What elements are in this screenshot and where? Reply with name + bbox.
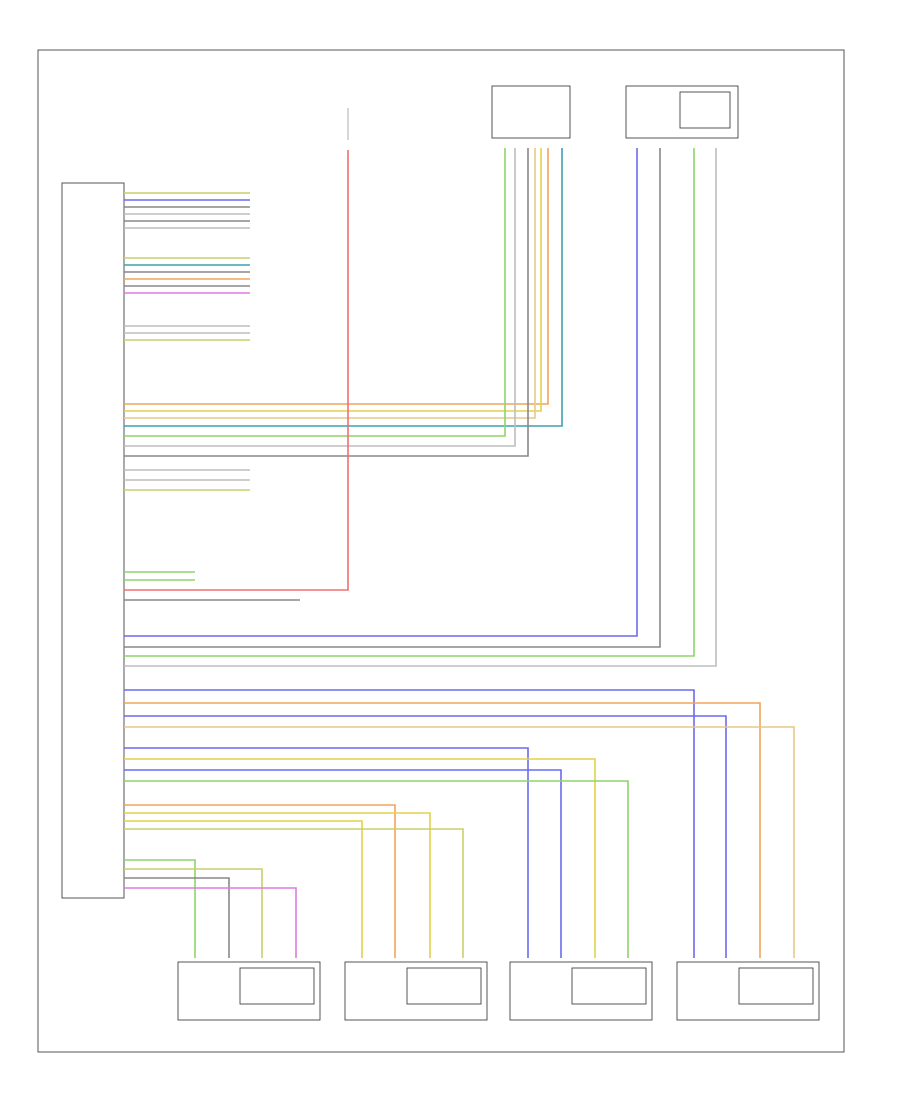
wire-run-blue-4 (124, 747, 529, 958)
motor-3-inner (571, 967, 647, 1005)
wire-run-gray-1 (124, 148, 529, 457)
top-module-left-box (491, 85, 571, 139)
wire-run-lightgray-1 (124, 148, 516, 447)
motor-4-inner (738, 967, 814, 1005)
wire-group (124, 148, 795, 958)
wire-run-yellow-3 (124, 812, 431, 958)
wire-run-gray-3 (124, 877, 230, 958)
motor-2-inner (406, 967, 482, 1005)
wire-run-tan-2 (124, 726, 795, 958)
wire-run-olive-1 (124, 828, 464, 958)
wire-run-orange-3 (124, 804, 396, 958)
wire-run-magenta (124, 887, 297, 958)
wire-run-blue-2 (124, 689, 695, 958)
motor-3 (509, 961, 653, 1021)
wire-run-orange-2 (124, 702, 761, 958)
motor-1 (177, 961, 321, 1021)
wire-run-green-2 (124, 148, 695, 657)
motor-2 (344, 961, 488, 1021)
wire-run-green-1 (124, 148, 506, 437)
wire-run-teal-1 (124, 148, 563, 427)
wire-run-yellow-4 (124, 820, 363, 958)
wire-run-olive-2 (124, 868, 263, 958)
wire-run-yellow-1 (124, 148, 542, 412)
wire-run-orange-1 (124, 148, 549, 405)
wire-run-blue-3 (124, 715, 727, 958)
wire-run-blue-5 (124, 769, 562, 958)
motor-1-inner (239, 967, 315, 1005)
wire-run-blue-1 (124, 148, 638, 637)
wire-run-yellow-2 (124, 758, 596, 958)
wire-run-red (124, 150, 349, 591)
wire-run-green-4 (124, 859, 196, 958)
motor-4 (676, 961, 820, 1021)
wire-run-green-3 (124, 780, 629, 958)
wire-run-tan-1 (124, 148, 536, 419)
diagram-frame (37, 49, 845, 1053)
top-module-right-inner (679, 91, 731, 129)
control-module-box (61, 182, 125, 899)
wire-run-gray-2 (124, 148, 661, 648)
wire-run-lightgray-2 (124, 148, 717, 667)
